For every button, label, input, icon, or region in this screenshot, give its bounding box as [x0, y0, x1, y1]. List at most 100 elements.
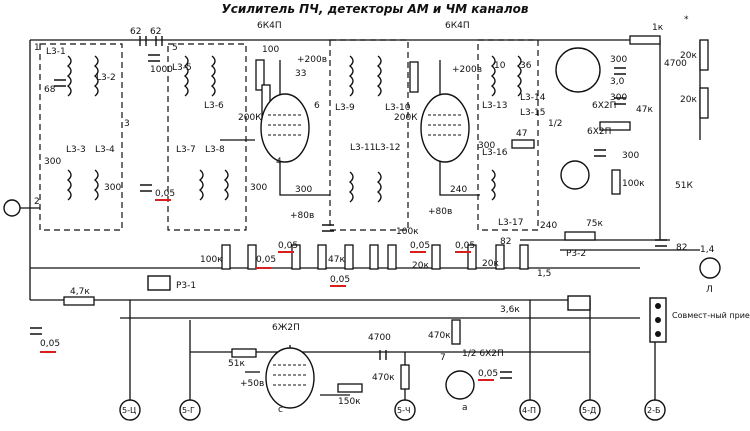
- val-r20k-c: 20к: [680, 51, 697, 61]
- coil-l3-5: L3-5: [172, 63, 192, 73]
- pin-6: 6: [314, 101, 320, 111]
- indicator-lamp: [699, 257, 721, 279]
- val-lamp-v: 1,4: [700, 245, 715, 255]
- pin-7: 7: [440, 353, 446, 363]
- conn-label-5ch: 5-Ч: [397, 406, 410, 415]
- tube-6x2p-half: [445, 370, 475, 400]
- val-star: *: [684, 15, 689, 25]
- coil-l3-14: L3-14: [520, 93, 546, 103]
- resistors: [63, 35, 709, 393]
- coil-l3-9: L3-9: [335, 103, 355, 113]
- val-c62a: 62: [130, 27, 141, 37]
- conn-label-5c: 5-Ц: [122, 406, 136, 415]
- val-v200a: +200в: [297, 55, 327, 65]
- coil-l3-17: L3-17: [498, 218, 523, 228]
- val-c005a: 0,05: [155, 189, 175, 199]
- switch-label: Совмест-ный прием: [672, 311, 750, 320]
- val-v80a: +80в: [290, 211, 314, 221]
- connector-5d: [579, 399, 601, 421]
- connector-labels: 5-Ц 5-Г 5-Ч 4-П 5-Д 2-Б: [122, 406, 660, 415]
- label-tube5: 6Ж2П: [272, 323, 300, 333]
- label-tube3: 6Х2П: [592, 101, 616, 111]
- val-r47k-b: 47к: [636, 105, 653, 115]
- pin-1: 1: [34, 43, 40, 53]
- conn-label-5g: 5-Г: [182, 406, 195, 415]
- shield-boxes: [39, 39, 539, 231]
- relays: [147, 275, 667, 343]
- val-c4700a: 4700: [664, 59, 687, 69]
- capacitors: [30, 36, 667, 379]
- val-c300-b: 300: [622, 151, 639, 161]
- label-tube2: 6К4П: [445, 21, 470, 31]
- val-c300a: 300: [44, 157, 61, 167]
- tube-6x2p-2: [560, 160, 590, 190]
- val-c300c: 300: [250, 183, 267, 193]
- coil-l3-1: L3-1: [46, 47, 66, 57]
- val-pin: 1,5: [537, 269, 551, 279]
- val-c300f: 300: [610, 55, 627, 65]
- val-r36k: 3,6к: [500, 305, 520, 315]
- component-labels: 6К4П 6К4П 6Х2П 6Х2П 6Ж2П 1/2 6Х2П L3-1 L…: [34, 15, 750, 415]
- val-c30: 3,0: [610, 77, 625, 87]
- label-tube1: 6К4П: [257, 21, 282, 31]
- coil-l3-6: L3-6: [204, 101, 224, 111]
- val-r100k-b: 100к: [396, 227, 419, 237]
- val-r20k-a: 20к: [412, 261, 429, 271]
- tube-6k4p-1: [260, 93, 310, 163]
- val-v50: +50в: [240, 379, 264, 389]
- val-lamp: Л: [706, 285, 713, 295]
- coil-l3-16: L3-16: [482, 148, 508, 158]
- coil-l3-4: L3-4: [95, 145, 115, 155]
- val-r200k-b: 200К: [394, 113, 418, 123]
- val-c300e: 300: [478, 141, 495, 151]
- val-c62b: 62: [150, 27, 161, 37]
- switch-contacts: [655, 303, 661, 337]
- val-c240a: 240: [450, 185, 467, 195]
- pin-2: 2: [34, 197, 40, 207]
- coil-l3-8: L3-8: [205, 145, 225, 155]
- val-r75k: 75к: [586, 219, 603, 229]
- val-v200b: +200в: [452, 65, 482, 75]
- val-r51k-a: 51к: [228, 359, 245, 369]
- val-c005f: 0,05: [455, 241, 475, 251]
- val-r470k-b: 470к: [428, 331, 451, 341]
- val-c300g: 300: [610, 93, 627, 103]
- conn-label-2b: 2-Б: [647, 406, 660, 415]
- diagram-title: Усилитель ПЧ, детекторы АМ и ЧМ каналов: [221, 2, 529, 16]
- val-r200k-a: 200К: [238, 113, 262, 123]
- val-c82b: 82: [676, 243, 687, 253]
- pin-5: 5: [172, 43, 178, 53]
- val-c300d: 300: [295, 185, 312, 195]
- relay-r3-1: [147, 275, 171, 291]
- val-r1k: 1к: [652, 23, 664, 33]
- tubes: [260, 47, 601, 409]
- coil-l3-10: L3-10: [385, 103, 411, 113]
- val-r51k-b: 51К: [675, 181, 693, 191]
- coil-l3-11: L3-11: [350, 143, 375, 153]
- relay-2-label: Р3-2: [566, 249, 586, 259]
- coil-l3-3: L3-3: [66, 145, 86, 155]
- conn-label-5d: 5-Д: [582, 406, 596, 415]
- relay-r3-2: [567, 295, 591, 311]
- val-c005c: 0,05: [278, 241, 298, 251]
- val-half: 1/2: [548, 119, 562, 129]
- val-r36: 36: [520, 61, 532, 71]
- label-tube6: 1/2 6Х2П: [462, 349, 504, 359]
- pin-4: 4: [276, 157, 282, 167]
- val-r100a: 100: [262, 45, 279, 55]
- tube-6k4p-2: [420, 93, 470, 163]
- coil-l3-13: L3-13: [482, 101, 507, 111]
- val-c240b: 240: [540, 221, 557, 231]
- val-r47k-c: 4,7к: [70, 287, 90, 297]
- val-c33: 33: [295, 69, 306, 79]
- label-tube4: 6Х2П: [587, 127, 611, 137]
- coil-l3-2: L3-2: [96, 73, 116, 83]
- relay-1-label: Р3-1: [176, 281, 196, 291]
- val-r150k: 150к: [338, 397, 361, 407]
- val-r47: 47: [516, 129, 527, 139]
- val-r10: 10: [494, 61, 506, 71]
- connector-4p: [519, 399, 541, 421]
- highlight-marks: [40, 199, 494, 381]
- pin-3: 3: [124, 119, 130, 129]
- val-c005e: 0,05: [410, 241, 430, 251]
